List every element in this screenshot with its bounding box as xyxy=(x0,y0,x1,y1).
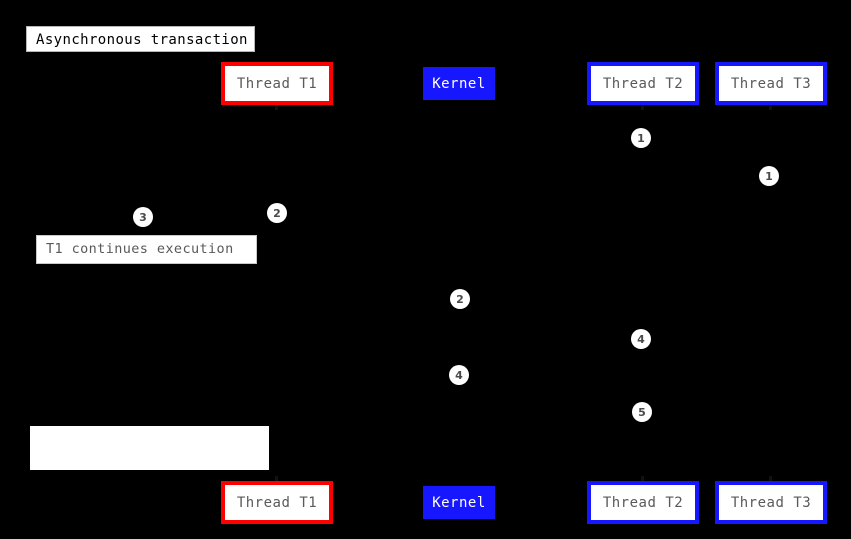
lifeline-foot-t2[interactable]: Thread T2 xyxy=(587,481,699,524)
lifeline-stub xyxy=(769,105,772,110)
step-badge[interactable]: 5 xyxy=(632,402,652,422)
lifeline-foot-kernel[interactable]: Kernel xyxy=(423,486,495,519)
lifeline-head-kernel[interactable]: Kernel xyxy=(423,67,495,100)
lifeline-head-t3[interactable]: Thread T3 xyxy=(715,62,827,105)
step-badge[interactable]: 2 xyxy=(450,289,470,309)
lifeline-head-t1[interactable]: Thread T1 xyxy=(221,62,333,105)
note-t1-continues-execution: T1 continues execution xyxy=(36,235,257,264)
step-badge[interactable]: 1 xyxy=(759,166,779,186)
lifeline-head-t2[interactable]: Thread T2 xyxy=(587,62,699,105)
lifeline-stub xyxy=(641,105,644,110)
step-badge[interactable]: 1 xyxy=(631,128,651,148)
step-badge[interactable]: 3 xyxy=(133,207,153,227)
lifeline-stub xyxy=(275,476,278,481)
diagram-title: Asynchronous transaction xyxy=(26,26,255,52)
step-badge[interactable]: 4 xyxy=(631,329,651,349)
step-badge[interactable]: 4 xyxy=(449,365,469,385)
lifeline-stub xyxy=(769,476,772,481)
lifeline-stub xyxy=(275,105,278,110)
lifeline-stub xyxy=(641,476,644,481)
empty-note-box xyxy=(30,426,269,470)
step-badge[interactable]: 2 xyxy=(267,203,287,223)
lifeline-foot-t1[interactable]: Thread T1 xyxy=(221,481,333,524)
lifeline-foot-t3[interactable]: Thread T3 xyxy=(715,481,827,524)
